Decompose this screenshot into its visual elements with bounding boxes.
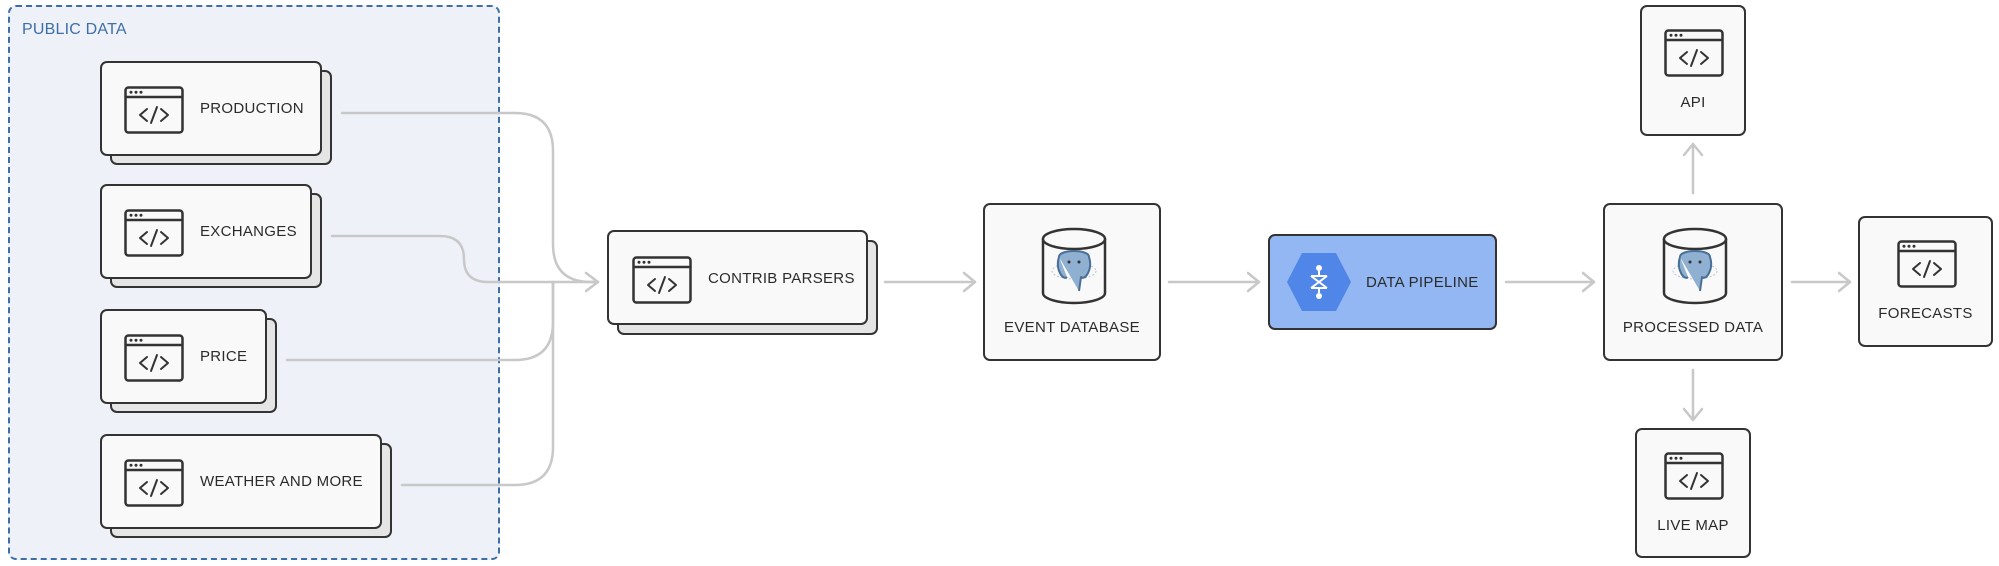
- api-label: API: [1680, 94, 1706, 111]
- code-window-icon: [124, 209, 184, 257]
- dataflow-hexagon-icon: [1287, 253, 1351, 311]
- contrib-parsers-label: CONTRIB PARSERS: [708, 270, 855, 287]
- source-weather-and-more[interactable]: WEATHER AND MORE: [100, 434, 382, 529]
- code-window-icon: [124, 86, 184, 134]
- public-data-label: PUBLIC DATA: [22, 21, 127, 38]
- forecasts-label: FORECASTS: [1878, 305, 1973, 322]
- arrowhead-pipeline: [1246, 271, 1261, 293]
- data-pipeline-node[interactable]: DATA PIPELINE: [1268, 234, 1497, 330]
- code-window-icon: [124, 334, 184, 382]
- event-database-node[interactable]: EVENT DATABASE: [983, 203, 1161, 361]
- arrowhead-api: [1682, 142, 1704, 157]
- arrowhead-livemap: [1682, 407, 1704, 422]
- arrowhead-processed: [1581, 271, 1596, 293]
- postgresql-database-icon: [1041, 227, 1107, 305]
- event-database-label: EVENT DATABASE: [1004, 319, 1140, 336]
- code-window-icon: [1664, 29, 1724, 77]
- code-window-icon: [1897, 240, 1957, 288]
- source-production-label: PRODUCTION: [200, 100, 304, 117]
- connector-production: [340, 111, 600, 284]
- code-window-icon: [632, 256, 692, 304]
- source-price-label: PRICE: [200, 348, 248, 365]
- forecasts-node[interactable]: FORECASTS: [1858, 216, 1993, 347]
- contrib-parsers-node[interactable]: CONTRIB PARSERS: [607, 230, 868, 325]
- processed-data-label: PROCESSED DATA: [1622, 319, 1764, 336]
- code-window-icon: [1664, 452, 1724, 500]
- arrowhead-contrib: [584, 271, 600, 293]
- source-exchanges-label: EXCHANGES: [200, 223, 297, 240]
- connector-price: [285, 280, 555, 362]
- live-map-node[interactable]: LIVE MAP: [1635, 428, 1751, 558]
- source-weather-label: WEATHER AND MORE: [200, 473, 363, 490]
- arrowhead-forecasts: [1837, 271, 1852, 293]
- api-node[interactable]: API: [1640, 5, 1746, 136]
- source-price[interactable]: PRICE: [100, 309, 267, 404]
- data-pipeline-label: DATA PIPELINE: [1366, 274, 1479, 291]
- live-map-label: LIVE MAP: [1657, 517, 1729, 534]
- source-exchanges[interactable]: EXCHANGES: [100, 184, 312, 279]
- code-window-icon: [124, 459, 184, 507]
- postgresql-database-icon: [1662, 227, 1728, 305]
- connector-exchanges: [330, 234, 600, 284]
- processed-data-node[interactable]: PROCESSED DATA: [1603, 203, 1783, 361]
- connector-weather: [400, 280, 555, 487]
- arrowhead-event: [962, 271, 977, 293]
- source-production[interactable]: PRODUCTION: [100, 61, 322, 156]
